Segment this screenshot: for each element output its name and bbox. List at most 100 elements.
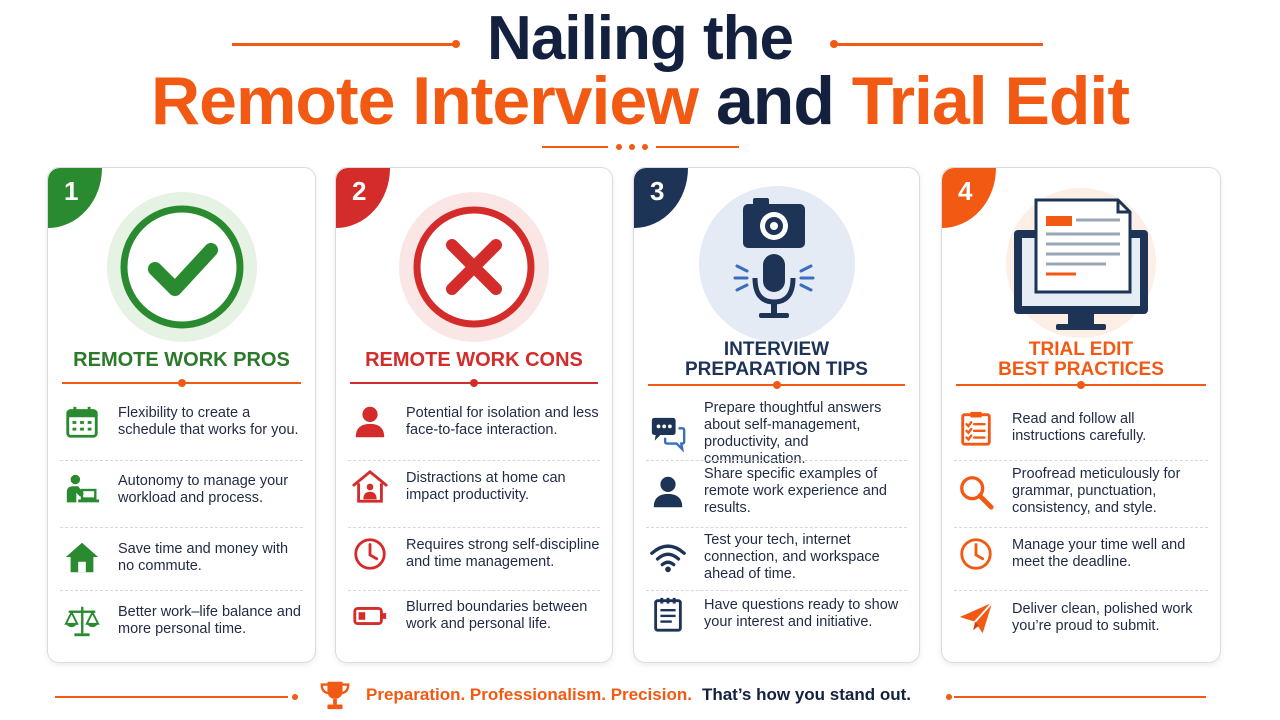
subtitle-rule-right [656, 146, 739, 148]
item-text: Share specific examples of remote work e… [704, 466, 887, 516]
low-battery-icon [353, 606, 387, 626]
card-title-line-1: INTERVIEW [723, 339, 830, 360]
title-line-2: Remote Interview and Trial Edit [0, 63, 1280, 139]
list-item: Proofread meticulously for grammar, punc… [954, 466, 1208, 517]
item-text: Potential for isolation and less face-to… [406, 405, 599, 438]
cons-list: Potential for isolation and less face-to… [348, 396, 600, 658]
header-rule-left-dot [452, 40, 460, 48]
house-person-icon [352, 470, 388, 503]
list-item: Deliver clean, polished work you’re prou… [954, 596, 1208, 640]
notepad-icon [654, 597, 682, 632]
list-item: Potential for isolation and less face-to… [348, 400, 600, 444]
hero-monitor-document [1006, 188, 1156, 338]
divider [60, 590, 303, 591]
camera-microphone-icon [733, 198, 814, 318]
item-text: Deliver clean, polished work you’re prou… [1012, 601, 1193, 634]
divider [954, 460, 1208, 461]
home-icon [65, 542, 99, 573]
header-rule-left [232, 43, 458, 46]
subtitle-rule-left [542, 146, 608, 148]
card-number-badge: 4 [942, 168, 996, 228]
footer-tagline-main: Preparation. Professionalism. Precision. [366, 685, 692, 704]
monitor-document-icon [1014, 198, 1148, 330]
clock-icon [354, 538, 386, 570]
paper-plane-icon [959, 602, 993, 634]
card-title: REMOTE WORK PROS [73, 349, 290, 371]
card-title-line-2: PREPARATION TIPS [685, 359, 868, 380]
title-remote-interview: Remote Interview [151, 63, 699, 139]
divider [348, 590, 600, 591]
divider [348, 527, 600, 528]
item-text: Have questions ready to show your intere… [704, 597, 899, 630]
item-text: Distractions at home can impact producti… [406, 470, 566, 503]
divider [348, 460, 600, 461]
card-title-line-2: BEST PRACTICES [998, 359, 1164, 380]
hero-x-mark [399, 192, 549, 342]
card-number-badge: 1 [48, 168, 102, 228]
item-text: Better work–life balance and more person… [118, 604, 301, 637]
pros-list: Flexibility to create a schedule that wo… [60, 396, 303, 658]
card-interview-preparation-tips: 3 INTERVIEW PREPARATION TIPS [633, 167, 920, 663]
header: Nailing the Remote Interview and Trial E… [0, 0, 1280, 160]
card-title-rule [648, 381, 905, 389]
title-trial-edit: Trial Edit [851, 63, 1130, 139]
checkmark-circle-icon [120, 205, 243, 329]
item-text: Prepare thoughtful answers about self-ma… [704, 400, 882, 467]
divider [954, 590, 1208, 591]
divider [646, 527, 907, 528]
card-number-badge: 3 [634, 168, 688, 228]
list-item: Share specific examples of remote work e… [646, 466, 907, 517]
list-item: Prepare thoughtful answers about self-ma… [646, 400, 907, 468]
trophy-icon [320, 681, 350, 710]
item-text: Manage your time well and meet the deadl… [1012, 537, 1186, 570]
x-circle-icon [413, 206, 535, 328]
divider [646, 590, 907, 591]
card-title-rule [350, 379, 598, 387]
card-remote-work-cons: 2 REMOTE WORK CONS Potential for isolati… [335, 167, 613, 663]
card-title-rule [956, 381, 1206, 389]
divider [954, 527, 1208, 528]
header-rule-right-dot [830, 40, 838, 48]
tips-list: Prepare thoughtful answers about self-ma… [646, 396, 907, 658]
card-number-badge: 2 [336, 168, 390, 228]
magnifier-icon [960, 475, 994, 510]
footer-tagline: Preparation. Professionalism. Precision.… [366, 685, 911, 705]
list-item: Flexibility to create a schedule that wo… [60, 400, 303, 444]
footer-rule-right [954, 696, 1206, 698]
item-text: Proofread meticulously for grammar, punc… [1012, 466, 1181, 516]
footer-tagline-suffix: That’s how you stand out. [701, 685, 911, 704]
list-item: Manage your time well and meet the deadl… [954, 532, 1208, 576]
footer-rule-right-dot [946, 694, 952, 700]
title-and: and [715, 63, 835, 139]
divider [60, 460, 303, 461]
footer-rule-left [55, 696, 288, 698]
clipboard-checklist-icon [961, 411, 991, 446]
title-line-1: Nailing the [487, 4, 794, 73]
subtitle-dot-2 [629, 144, 635, 150]
card-trial-edit-best-practices: 4 TRIAL EDIT BEST PRACTICES [941, 167, 1221, 663]
card-title-rule [62, 379, 301, 387]
list-item: Read and follow all instructions careful… [954, 406, 1208, 450]
list-item: Distractions at home can impact producti… [348, 465, 600, 509]
list-item: Autonomy to manage your workload and pro… [60, 468, 303, 512]
list-item: Blurred boundaries between work and pers… [348, 594, 600, 638]
item-text: Save time and money with no commute. [118, 541, 289, 574]
chat-bubbles-icon [651, 417, 686, 453]
card-title-line-1: TRIAL EDIT [1028, 339, 1134, 360]
list-item: Save time and money with no commute. [60, 536, 303, 580]
person-icon [355, 406, 385, 438]
hero-camera-microphone [698, 186, 855, 342]
subtitle-dot-3 [642, 144, 648, 150]
card-title: REMOTE WORK CONS [365, 349, 583, 371]
list-item: Have questions ready to show your intere… [646, 592, 907, 636]
list-item: Requires strong self-discipline and time… [348, 532, 600, 576]
item-text: Test your tech, internet connection, and… [704, 532, 880, 582]
person-at-laptop-icon [66, 474, 100, 503]
balance-scale-icon [64, 606, 100, 637]
practices-list: Read and follow all instructions careful… [954, 396, 1208, 658]
item-text: Autonomy to manage your workload and pro… [118, 473, 289, 506]
item-text: Read and follow all instructions careful… [1012, 411, 1147, 444]
hero-checkmark [106, 192, 257, 342]
footer: Preparation. Professionalism. Precision.… [0, 676, 1280, 716]
calendar-icon [66, 406, 98, 438]
